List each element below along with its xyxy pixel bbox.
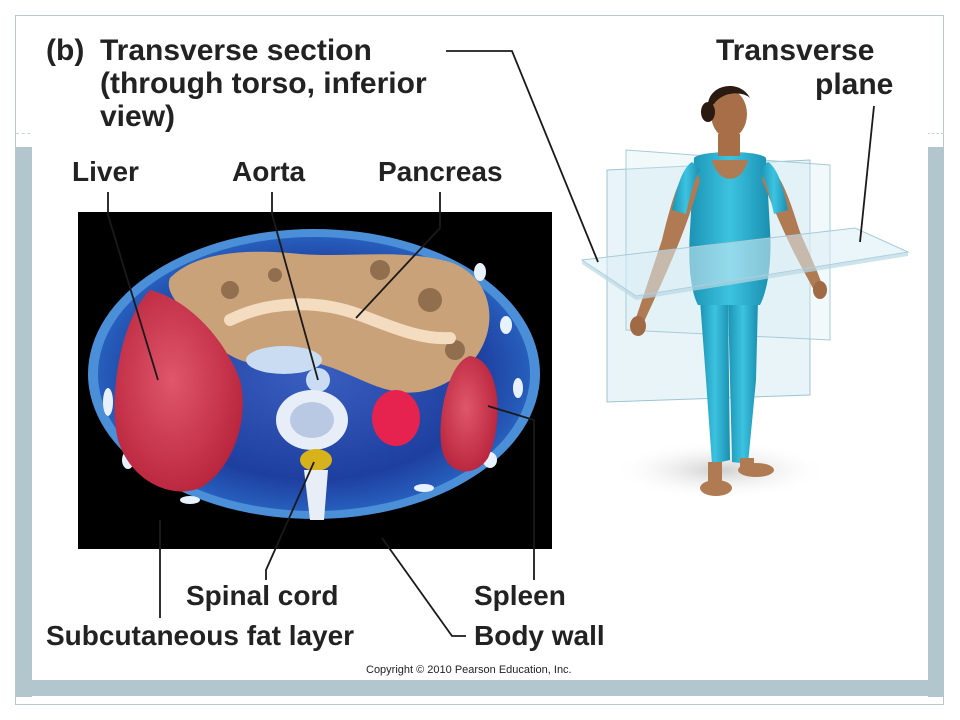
ct-vessel	[246, 346, 322, 374]
ct-bowel-texture	[221, 260, 465, 360]
right-decor-band	[928, 147, 944, 697]
spinal-cord-label: Spinal cord	[186, 580, 339, 611]
ct-scan-image	[78, 212, 552, 549]
leader-spinal-cord	[265, 461, 315, 580]
pancreas-label: Pancreas	[378, 156, 503, 187]
ct-spinal-cord	[300, 449, 332, 471]
subcutaneous-fat-label: Subcutaneous fat layer	[46, 620, 355, 651]
dashed-rule-right	[922, 133, 944, 134]
figure-title-line-2: (through torso, inferior	[100, 67, 427, 100]
leader-pancreas	[355, 192, 441, 319]
ct-spleen	[440, 356, 498, 472]
leader-spleen	[487, 405, 535, 580]
body-wall-label: Body wall	[474, 620, 605, 651]
transverse-plane-label-line-1: Transverse	[716, 34, 875, 67]
leader-transverse-section	[446, 50, 599, 263]
ct-kidney	[372, 390, 420, 446]
spleen-label: Spleen	[474, 580, 566, 611]
leader-body-wall	[381, 537, 466, 637]
dashed-rule-left	[16, 133, 36, 134]
figure-letter: (b)	[46, 34, 85, 67]
copyright-notice: Copyright © 2010 Pearson Education, Inc.	[366, 664, 572, 676]
figure-title-line-3: view)	[100, 100, 176, 133]
leader-lines	[107, 50, 875, 637]
transverse-plane-label-line-2: plane	[815, 68, 894, 101]
leader-aorta	[271, 192, 319, 381]
left-decor-band	[16, 147, 32, 697]
ct-vertebral-core	[290, 402, 334, 438]
ct-spinous-process	[304, 470, 328, 520]
human-figure-illustration	[580, 85, 910, 500]
aorta-label: Aorta	[232, 156, 306, 187]
liver-label: Liver	[72, 156, 139, 187]
figure-title-line-1: Transverse section	[100, 34, 372, 67]
leader-liver	[107, 192, 159, 381]
leader-transverse-plane	[859, 105, 875, 243]
